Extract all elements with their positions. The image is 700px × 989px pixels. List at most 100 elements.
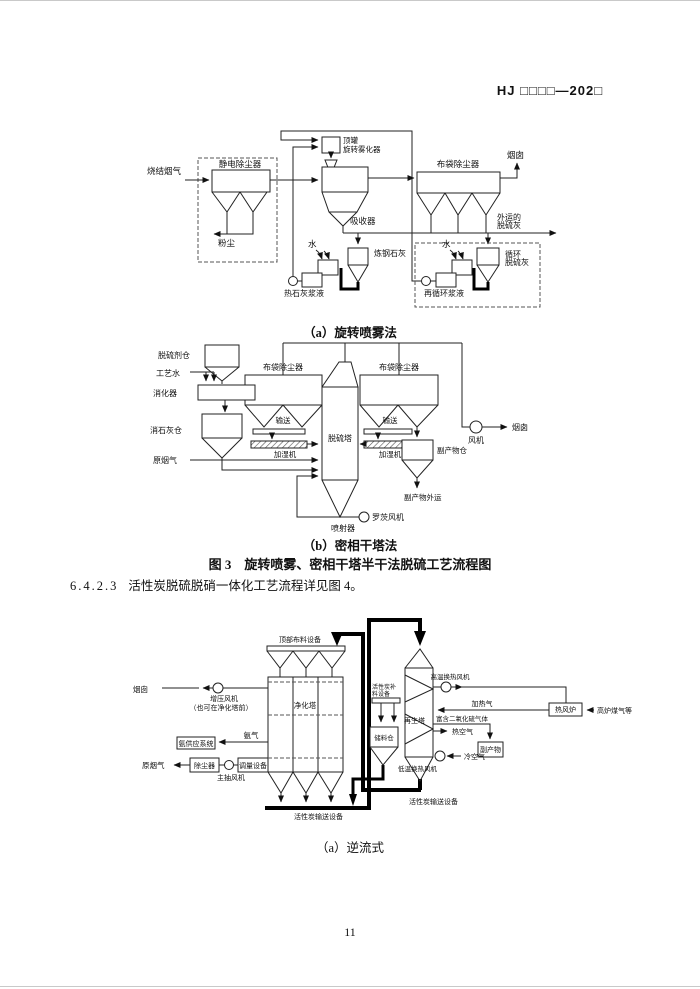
ejector-label: 喷射器 xyxy=(331,523,355,533)
top-tank-label: 顶罐 xyxy=(343,135,358,145)
bag-filter-label: 布袋除尘器 xyxy=(437,159,480,169)
outbound-ash-label-2: 脱硫灰 xyxy=(497,220,521,230)
outbound-ash-label-1: 外运的 xyxy=(497,212,521,222)
main-fan-label: 主抽风机 xyxy=(217,773,245,782)
slaked-lime-silo-label: 消石灰仓 xyxy=(150,425,182,435)
esp-dashed-box xyxy=(197,157,278,263)
byproduct-silo-unit: 副产物仓 副产物外运 xyxy=(401,427,467,502)
gas-manifold xyxy=(282,342,470,428)
fan-circle xyxy=(469,420,483,434)
stack-label: 烟囱 xyxy=(507,150,524,160)
raw-gas-line: 原烟气 除尘器 调量设备 主抽风机 xyxy=(142,757,269,782)
bag-filter-left-unit: 布袋除尘器 输送 加湿机 xyxy=(244,362,323,459)
regen-tower-label: 再生塔 xyxy=(404,716,425,725)
clause-6-4-2-3: 6.4.2.3 活性炭脱硫脱硝一体化工艺流程详见图 4。 xyxy=(70,575,630,594)
page-number: 11 xyxy=(344,925,356,939)
dust-label: 粉尘 xyxy=(218,238,236,248)
recycle-slurry-unit: 水 循环 脱硫灰 再循环浆液 xyxy=(414,239,541,308)
storage-silo-label: 储料仓 xyxy=(374,733,394,742)
esp-unit: 静电除尘器 粉尘 xyxy=(212,159,271,248)
flow-adjuster-label: 调量设备 xyxy=(239,761,267,770)
so2-rich-gas-label: 富含二氧化硫气体 xyxy=(436,714,489,723)
ammonia-gas-label: 氨气 xyxy=(244,730,259,740)
purify-tower-label: 净化塔 xyxy=(294,700,317,710)
bf-gas-label: 高炉煤气等 xyxy=(597,706,632,715)
ejector-blower-unit: 喷射器 罗茨风机 xyxy=(296,476,404,533)
booster-note-label: （也可在净化塔前） xyxy=(190,703,253,712)
fig3a-diagram: 烧结烟气 静电除尘器 粉尘 顶罐 旋转雾化器 xyxy=(147,130,557,308)
hot-lime-slurry-label: 热石灰浆液 xyxy=(284,288,324,298)
regen-connections: 高温换热风机 热风炉 加热气 高炉煤气等 富含二氧化硫气体 副产物 热空气 xyxy=(398,672,632,773)
sinter-gas-label: 烧结烟气 xyxy=(147,166,182,176)
carbon-feed-label-2: 料设备 xyxy=(372,690,390,698)
carbon-conveyor-right-label: 活性炭输送设备 xyxy=(409,797,458,806)
raw-gas-label-4a: 原烟气 xyxy=(142,760,165,770)
bag-filter-right-label: 布袋除尘器 xyxy=(379,362,419,372)
page-top-edge xyxy=(0,0,700,1)
purify-tower-unit: 顶部布料设备 净化塔 xyxy=(266,635,346,803)
fig3a-caption: （a）旋转喷雾法 xyxy=(303,326,397,340)
clause-text: 活性炭脱硫脱硝一体化工艺流程详见图 4。 xyxy=(128,579,363,593)
absorber-unit: 吸收器 xyxy=(321,166,376,227)
recycle-slurry-label: 再循环浆液 xyxy=(424,288,464,298)
carbon-feed-unit: 活性炭补 料设备 储料仓 xyxy=(369,683,401,766)
desulf-tower-label: 脱硫塔 xyxy=(328,433,352,443)
process-water-label: 工艺水 xyxy=(156,368,180,378)
atomizer-label: 旋转雾化器 xyxy=(343,144,381,154)
cold-air-label: 冷空气 xyxy=(464,752,485,761)
fig3b-diagram: 烟囱 风机 布袋除尘器 输送 加湿机 布袋除尘器 输送 xyxy=(150,342,528,533)
fig3-title: 图 3 旋转喷雾、密相干塔半干法脱硫工艺流程图 xyxy=(208,557,492,572)
recycle-ash-label-1: 循环 xyxy=(505,249,521,259)
raw-gas-label-3b: 原烟气 xyxy=(153,455,177,465)
agent-silo-label: 脱硫剂仓 xyxy=(158,350,190,360)
doc-code-header: HJ □□□□—202□ xyxy=(496,83,604,98)
water-left-label: 水 xyxy=(308,239,317,249)
fig3b-caption: （b）密相干塔法 xyxy=(302,539,398,553)
digester-label: 消化器 xyxy=(153,388,177,398)
hot-slurry-riser xyxy=(292,144,319,276)
hot-air-label: 热空气 xyxy=(452,727,473,736)
page-bottom-edge xyxy=(0,986,700,987)
fig4a-caption: （a）逆流式 xyxy=(315,841,385,855)
lime-prep-column: 脱硫剂仓 工艺水 消化器 消石灰仓 xyxy=(150,344,319,473)
hot-blast-stove-label: 热风炉 xyxy=(555,705,576,714)
steel-lime-label: 炼钢石灰 xyxy=(374,248,406,258)
carbon-conveyor-left-label: 活性炭输送设备 xyxy=(294,812,343,821)
rotary-atomizer-unit: 顶罐 旋转雾化器 xyxy=(321,135,381,171)
byproduct-silo-label: 副产物仓 xyxy=(437,445,467,455)
stack-label-3b: 烟囱 xyxy=(512,422,528,432)
ammonia-system-label: 氨供应系统 xyxy=(179,739,214,748)
bag-filter-left-label: 布袋除尘器 xyxy=(263,362,303,372)
ash-collection-lines: 外运的 脱硫灰 xyxy=(342,212,557,245)
heating-gas-label: 加热气 xyxy=(472,699,493,708)
roots-blower-label: 罗茨风机 xyxy=(372,512,404,522)
fan-label: 风机 xyxy=(468,435,484,445)
desulf-tower-unit: 脱硫塔 xyxy=(321,386,359,519)
lt-exchange-fan-label: 低温换热风机 xyxy=(398,764,438,773)
tower-top-funnel xyxy=(321,361,359,388)
stack-label-4a: 烟囱 xyxy=(133,684,148,694)
clause-number: 6.4.2.3 xyxy=(70,579,119,593)
humidifier-left-label: 加湿机 xyxy=(274,449,297,459)
humidifier-right-label: 加湿机 xyxy=(379,449,402,459)
byproduct-out-label: 副产物外运 xyxy=(404,492,442,502)
ht-exchange-fan-label: 高温换热风机 xyxy=(431,672,471,681)
carbon-feed-label-1: 活性炭补 xyxy=(372,683,396,691)
convey-right-label: 输送 xyxy=(383,415,398,425)
recycle-ash-label-2: 脱硫灰 xyxy=(505,257,529,267)
carbon-circulation-lines: 活性炭输送设备 活性炭输送设备 xyxy=(265,618,458,821)
esp-label: 静电除尘器 xyxy=(219,159,262,169)
bag-filter-right-unit: 布袋除尘器 输送 加湿机 xyxy=(359,362,439,459)
hot-lime-slurry-unit: 水 炼钢石灰 热石灰浆液 xyxy=(284,239,406,298)
stack-booster-line: 烟囱 增压风机 （也可在净化塔前） xyxy=(133,682,268,712)
convey-left-label: 输送 xyxy=(276,415,291,425)
recycle-slurry-riser xyxy=(280,130,421,282)
absorber-label: 吸收器 xyxy=(350,216,376,226)
water-right-label: 水 xyxy=(442,239,451,249)
fig4a-diagram: 烟囱 增压风机 （也可在净化塔前） 氨供应系统 氨气 原烟气 xyxy=(133,618,632,821)
booster-fan-label: 增压风机 xyxy=(210,694,238,703)
byproduct-label: 副产物 xyxy=(480,745,501,754)
bag-filter-unit: 布袋除尘器 xyxy=(416,159,501,216)
